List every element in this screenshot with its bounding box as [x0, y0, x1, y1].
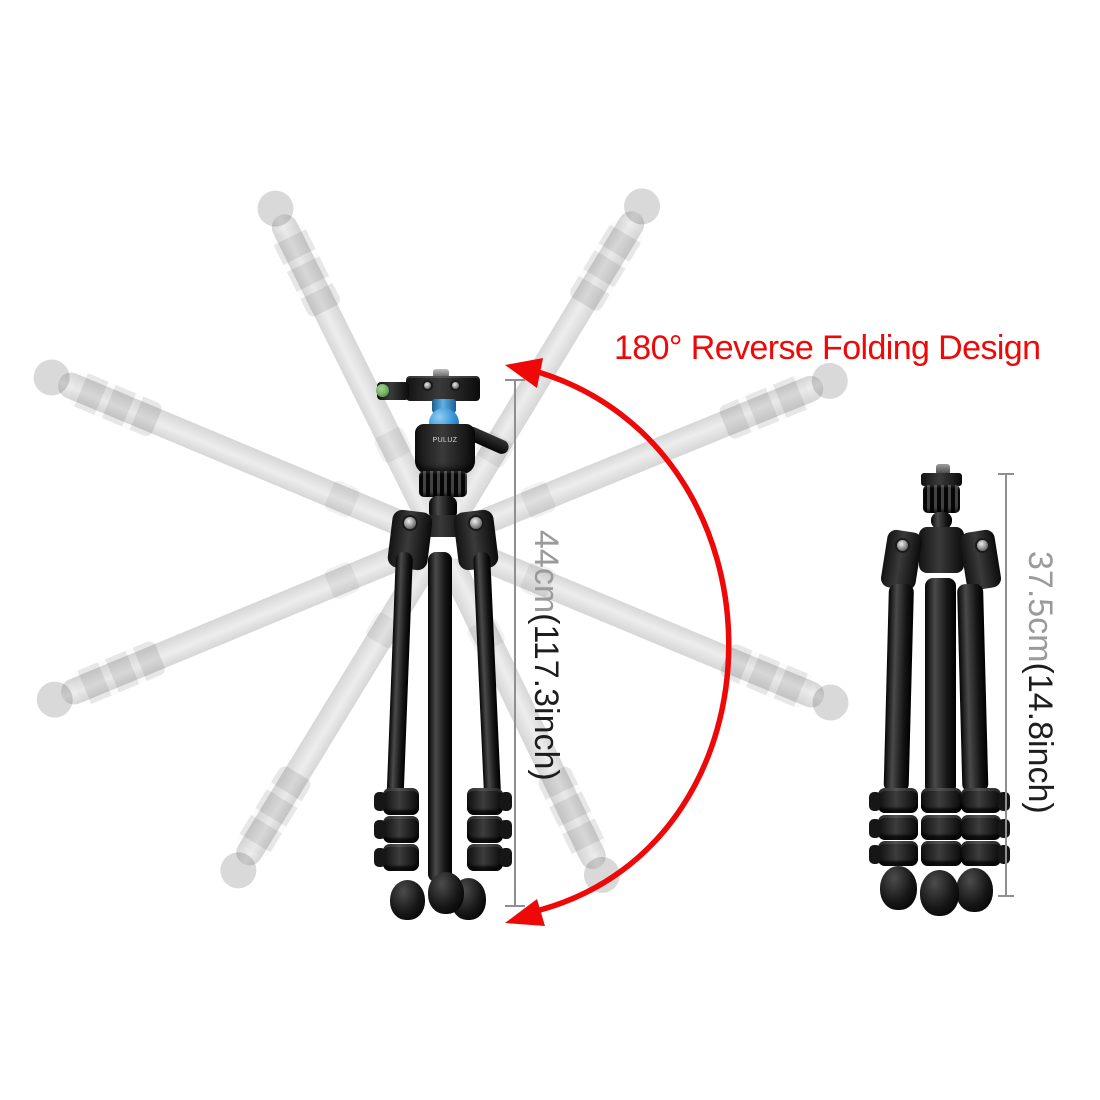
plate-screw-right — [452, 382, 459, 389]
folded-foot-left — [880, 866, 917, 910]
shoulder-screw-left — [404, 517, 416, 529]
brand-logo: PULUZ — [432, 437, 458, 444]
flip-lock — [374, 788, 419, 815]
arrow-up-icon — [505, 358, 543, 388]
flip-lock — [961, 815, 1010, 840]
dimension-label-folded: 37.5cm(14.8inch) — [1020, 551, 1059, 814]
dimension-label-extended: 44cm(117.3inch) — [526, 530, 565, 781]
shoulder-screw-right — [470, 517, 482, 529]
heading: 180° Reverse Folding Design — [614, 329, 1041, 367]
arrow-down-icon — [505, 899, 545, 926]
head-lock-collar — [419, 471, 467, 497]
folded-knurled-knob — [923, 485, 960, 513]
folded-leg-left — [883, 583, 914, 793]
ball-head-body: PULUZ — [415, 424, 475, 474]
flip-lock — [374, 816, 419, 843]
flip-lock — [467, 788, 512, 815]
folded-foot-right — [956, 868, 993, 912]
plate-screw-top — [433, 369, 449, 378]
flip-lock — [921, 815, 962, 840]
quick-release-plate — [406, 376, 480, 401]
folded-arm-left — [879, 528, 924, 592]
dimension-folded-metric: 37.5cm — [1021, 551, 1059, 663]
dimension-line-folded — [998, 473, 1014, 897]
flip-lock — [374, 844, 419, 871]
flip-lock — [869, 815, 918, 840]
folded-screw-right — [977, 540, 988, 551]
dimension-extended-metric: 44cm — [527, 530, 565, 614]
flip-lock — [869, 841, 918, 866]
clamp-knob-green-cap — [376, 384, 389, 397]
folded-mount-disc — [921, 473, 962, 486]
dimension-line-extended — [505, 379, 525, 907]
flip-lock — [921, 841, 962, 866]
arc-path — [537, 369, 732, 913]
flip-lock — [869, 788, 918, 813]
folded-mount-screw — [936, 464, 950, 475]
plate-screw-left — [424, 382, 431, 389]
dimension-extended-imperial: (117.3inch) — [527, 613, 565, 781]
flip-lock — [961, 788, 1010, 813]
foot-ball-center — [428, 872, 464, 914]
flip-lock — [961, 841, 1010, 866]
flip-lock — [467, 844, 512, 871]
dimension-folded-imperial: (14.8inch) — [1021, 662, 1059, 814]
folded-screw-left — [897, 540, 908, 551]
folded-arm-right — [958, 528, 1003, 592]
flip-lock — [467, 816, 512, 843]
foot-ball-left — [390, 880, 425, 920]
folded-foot-center — [920, 870, 959, 916]
folded-leg-right — [957, 583, 989, 793]
leg-center — [428, 552, 452, 882]
folded-neck — [931, 512, 952, 529]
folded-leg-center — [925, 578, 956, 794]
folded-shoulder — [919, 527, 964, 573]
flip-lock — [921, 788, 962, 813]
